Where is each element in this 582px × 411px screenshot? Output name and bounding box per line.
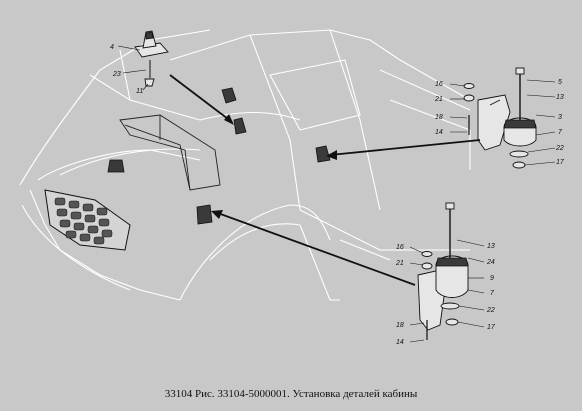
callout: 14: [435, 129, 443, 136]
detail-bump-stop: [117, 30, 169, 91]
callout: 11: [136, 88, 143, 95]
callout: 22: [555, 145, 564, 152]
callout: 23: [112, 71, 121, 78]
callout: 21: [395, 260, 404, 267]
callout: 24: [486, 259, 495, 266]
callout: 18: [435, 114, 443, 121]
callout: 18: [396, 322, 404, 329]
callout: 7: [490, 290, 495, 297]
callout: 17: [487, 324, 496, 331]
callout: 13: [487, 243, 495, 250]
callouts-lower-right: 16 21 13 24 9 7 22 18 17 14: [395, 243, 496, 346]
callout: 22: [486, 307, 495, 314]
callout: 3: [558, 114, 562, 121]
callout: 16: [396, 244, 404, 251]
callout: 9: [490, 275, 494, 282]
callouts-top-left: 4 23 11: [110, 44, 143, 95]
callout: 13: [556, 94, 564, 101]
callout: 4: [110, 44, 114, 51]
radiator-grille: [44, 189, 131, 251]
detail-cab-mount-upper: [449, 67, 556, 169]
callouts-upper-right: 16 21 18 14 5 13 3 7 22 17: [434, 79, 565, 166]
callout: 21: [434, 96, 443, 103]
callout: 17: [556, 159, 565, 166]
detail-cab-mount-lower: [409, 202, 485, 343]
reference-arrows: [169, 74, 481, 286]
callout: 7: [558, 129, 563, 136]
body-mount-points: [107, 87, 331, 225]
figure-caption: 33104 Рис. 33104-5000001. Установка дета…: [164, 388, 418, 400]
callout: 16: [435, 81, 443, 88]
callout: 5: [558, 79, 562, 86]
callout: 14: [396, 339, 404, 346]
cab-outline: [19, 29, 471, 301]
